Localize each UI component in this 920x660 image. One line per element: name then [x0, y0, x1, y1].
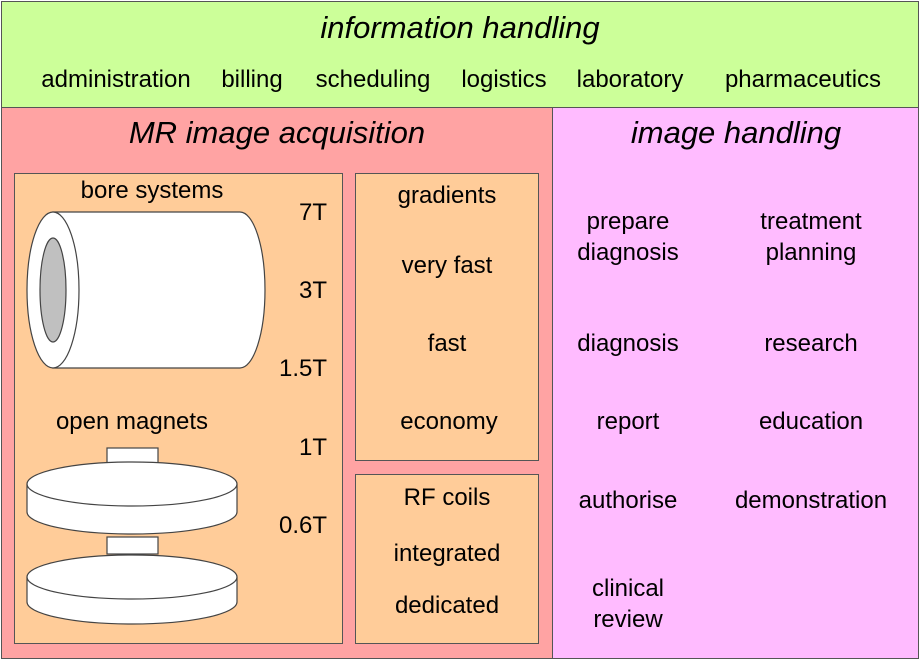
rf-coil-dedicated: dedicated [394, 592, 500, 619]
gradients-box [355, 173, 539, 461]
image-handling-title: image handling [630, 115, 842, 150]
image-item-treatment-planning: treatment planning [760, 208, 862, 266]
image-item-report: report [596, 408, 660, 435]
image-item-education: education [758, 408, 864, 435]
info-item-pharmaceutics: pharmaceutics [724, 66, 882, 93]
field-strength-1-5t: 1.5T [278, 355, 327, 382]
field-strength-1t: 1T [298, 434, 327, 461]
image-item-demonstration: demonstration [734, 487, 888, 514]
image-item-prepare-diagnosis: prepare diagnosis [577, 208, 679, 266]
information-handling-title: information handling [320, 10, 600, 45]
info-item-laboratory: laboratory [576, 66, 684, 93]
image-item-diagnosis: diagnosis [577, 330, 679, 357]
gradient-very-fast: very fast [401, 252, 493, 279]
image-item-research: research [764, 330, 858, 357]
info-item-scheduling: scheduling [315, 66, 431, 93]
image-item-authorise: authorise [578, 487, 678, 514]
gradients-title: gradients [397, 182, 497, 209]
rf-coils-title: RF coils [403, 484, 491, 511]
field-strength-0-6t: 0.6T [278, 512, 327, 539]
open-magnets-label: open magnets [55, 408, 209, 435]
image-handling-panel [552, 107, 919, 659]
rf-coils-box [355, 474, 539, 644]
mr-acquisition-title: MR image acquisition [128, 115, 426, 150]
field-strength-7t: 7T [298, 199, 327, 226]
field-strength-3t: 3T [298, 277, 327, 304]
image-item-clinical-review: clinical review [591, 575, 665, 633]
gradient-economy: economy [400, 408, 498, 435]
bore-magnet-icon [26, 211, 266, 369]
information-handling-panel [1, 1, 919, 108]
bore-systems-label: bore systems [80, 177, 224, 204]
info-item-logistics: logistics [461, 66, 547, 93]
open-magnet-icon [26, 447, 238, 625]
rf-coil-integrated: integrated [393, 540, 501, 567]
info-item-billing: billing [221, 66, 283, 93]
gradient-fast: fast [427, 330, 467, 357]
info-item-administration: administration [41, 66, 191, 93]
